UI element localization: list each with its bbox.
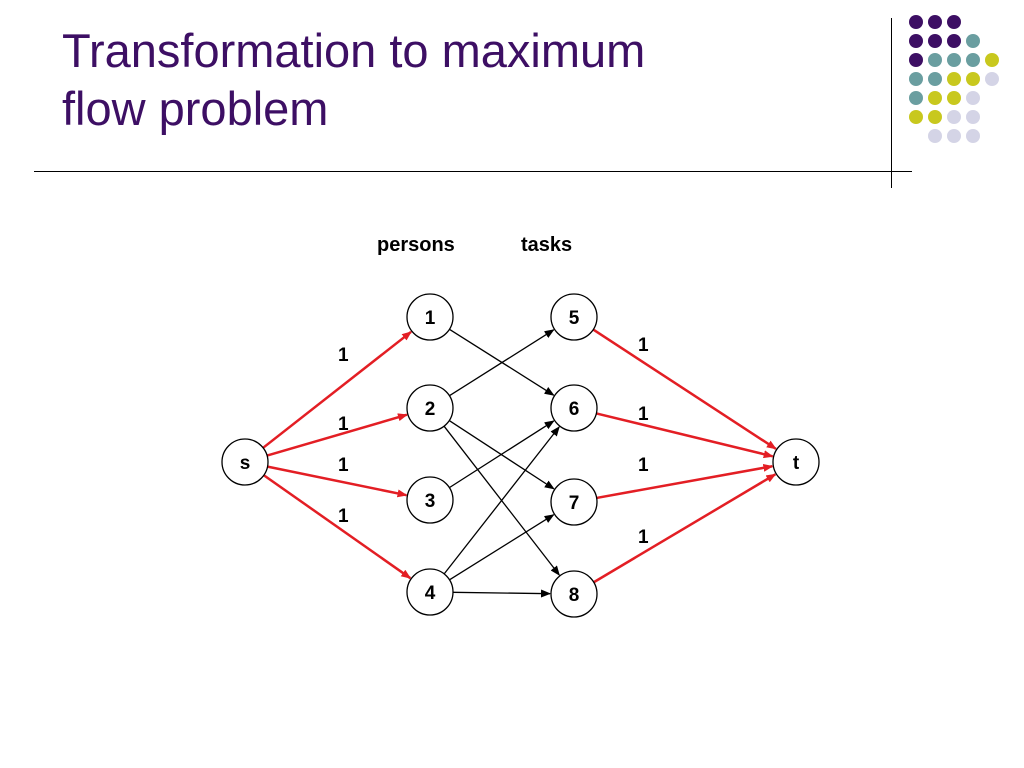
edge-4-6 <box>443 426 560 575</box>
column-label-tasks: tasks <box>521 234 572 256</box>
decorative-dot <box>966 53 980 67</box>
edge-label-s-1: 1 <box>338 345 349 366</box>
edge-s-2 <box>266 413 408 457</box>
decorative-dot <box>966 129 980 143</box>
decorative-dot <box>947 34 961 48</box>
node-s: s <box>221 438 269 486</box>
edge-s-1 <box>262 330 412 449</box>
decorative-dot <box>928 110 942 124</box>
decorative-dot <box>909 110 923 124</box>
node-label-6: 6 <box>569 399 580 420</box>
node-label-s: s <box>240 453 251 474</box>
node-circle-1 <box>406 293 454 341</box>
node-circle-8 <box>550 570 598 618</box>
edge-label-s-3: 1 <box>338 455 349 476</box>
decorative-dot <box>928 91 942 105</box>
edge-label-8-t: 1 <box>638 527 649 548</box>
decorative-dot <box>985 72 999 86</box>
corner-divider <box>891 18 892 188</box>
decorative-dot <box>966 110 980 124</box>
node-circle-4 <box>406 568 454 616</box>
decorative-dot <box>928 72 942 86</box>
decorative-dot <box>928 129 942 143</box>
decorative-dot <box>928 34 942 48</box>
node-layer: s 1 2 3 4 5 6 7 8 t <box>221 293 820 618</box>
edge-s-3 <box>267 465 408 498</box>
edge-4-8 <box>452 589 552 598</box>
node-t: t <box>772 438 820 486</box>
edge-label-6-t: 1 <box>638 404 649 425</box>
edge-8-t <box>593 473 777 584</box>
decorative-dot <box>928 53 942 67</box>
node-8: 8 <box>550 570 598 618</box>
node-label-7: 7 <box>569 493 580 514</box>
decorative-dot <box>909 53 923 67</box>
edge-label-5-t: 1 <box>638 335 649 356</box>
column-label-persons: persons <box>377 234 455 256</box>
node-circle-2 <box>406 384 454 432</box>
decorative-dot <box>928 15 942 29</box>
edge-label-7-t: 1 <box>638 455 649 476</box>
node-circle-t <box>772 438 820 486</box>
node-4: 4 <box>406 568 454 616</box>
edge-label-s-2: 1 <box>338 414 349 435</box>
node-label-8: 8 <box>569 585 580 606</box>
edge-2-5 <box>449 329 555 397</box>
node-label-4: 4 <box>425 583 436 604</box>
decorative-dot <box>966 72 980 86</box>
decorative-dot <box>985 53 999 67</box>
node-circle-7 <box>550 478 598 526</box>
decorative-dot <box>947 110 961 124</box>
edge-4-7 <box>449 514 555 581</box>
edge-label-s-4: 1 <box>338 506 349 527</box>
decorative-dot <box>947 129 961 143</box>
node-6: 6 <box>550 384 598 432</box>
decorative-dot <box>947 91 961 105</box>
edge-layer <box>262 328 777 598</box>
decorative-dot-grid <box>909 15 999 143</box>
node-label-1: 1 <box>425 308 436 329</box>
node-label-3: 3 <box>425 491 436 512</box>
decorative-dot <box>909 91 923 105</box>
node-label-5: 5 <box>569 308 580 329</box>
decorative-dot <box>909 34 923 48</box>
edge-5-t <box>592 328 777 450</box>
node-circle-5 <box>550 293 598 341</box>
decorative-dot <box>947 72 961 86</box>
node-1: 1 <box>406 293 454 341</box>
slide-title: Transformation to maximum flow problem <box>62 22 862 138</box>
slide-title-line1: Transformation to maximum <box>62 24 646 77</box>
decorative-dot <box>947 15 961 29</box>
node-label-t: t <box>793 453 800 474</box>
node-3: 3 <box>406 476 454 524</box>
decorative-dot <box>909 15 923 29</box>
node-circle-s <box>221 438 269 486</box>
edge-3-6 <box>449 420 555 489</box>
node-5: 5 <box>550 293 598 341</box>
node-7: 7 <box>550 478 598 526</box>
node-circle-6 <box>550 384 598 432</box>
decorative-dot <box>947 53 961 67</box>
edge-7-t <box>596 463 774 500</box>
node-label-2: 2 <box>425 399 436 420</box>
slide-title-line2: flow problem <box>62 82 329 135</box>
node-circle-3 <box>406 476 454 524</box>
node-2: 2 <box>406 384 454 432</box>
decorative-dot <box>909 72 923 86</box>
edge-s-4 <box>263 474 412 580</box>
edge-6-t <box>596 412 774 459</box>
decorative-dot <box>966 91 980 105</box>
decorative-dot <box>966 34 980 48</box>
title-divider <box>34 171 912 172</box>
